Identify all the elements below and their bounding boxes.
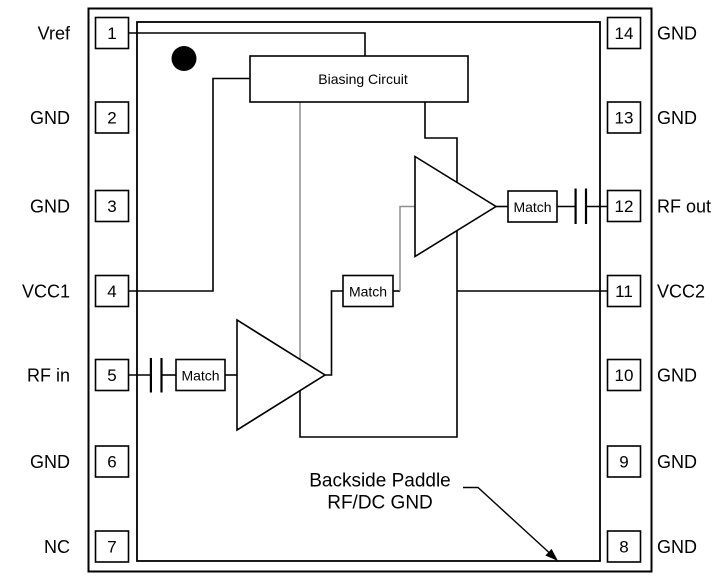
pin-label-rfout: RF out	[657, 197, 711, 217]
interstage-match-label: Match	[349, 284, 387, 300]
output-match-label: Match	[513, 199, 551, 215]
pin-number-2: 2	[107, 109, 116, 128]
pin1-indicator-dot-icon	[171, 46, 197, 71]
pin-label-gnd-10: GND	[657, 366, 697, 386]
pin-row-10: 10 GND	[606, 358, 697, 392]
pin-box-8	[606, 530, 642, 563]
pin-box-1	[94, 16, 130, 50]
pin-row-9: 9 GND	[606, 445, 697, 478]
pin-box-7	[94, 530, 130, 563]
pin-number-13: 13	[615, 109, 634, 128]
biasing-circuit-label: Biasing Circuit	[318, 71, 408, 87]
paddle-note-line2: RF/DC GND	[327, 493, 433, 514]
wire-amp1-out-to-interstage-match	[325, 290, 343, 376]
pin-number-11: 11	[615, 282, 633, 301]
pin-label-nc: NC	[44, 537, 70, 557]
pin-label-gnd-6: GND	[30, 452, 70, 472]
output-match-box	[507, 190, 558, 223]
backside-paddle-annotation: Backside Paddle RF/DC GND	[309, 471, 558, 561]
pin-box-14	[606, 16, 642, 50]
pin-number-7: 7	[107, 538, 116, 557]
pin-box-2	[94, 101, 130, 134]
pin-label-gnd-9: GND	[657, 452, 697, 472]
pin-row-7: 7 NC	[44, 530, 130, 563]
biasing-circuit-box	[249, 55, 469, 103]
paddle-arrowhead-icon	[545, 548, 558, 561]
pin-row-11: 11 VCC2	[606, 274, 705, 308]
pin-box-9	[606, 445, 642, 478]
pin-box-10	[606, 358, 642, 392]
pin-row-5: 5 RF in	[27, 358, 130, 392]
pin-number-8: 8	[619, 538, 628, 557]
pin-box-12	[606, 189, 642, 223]
pin-row-1: 1 Vref	[38, 16, 130, 50]
pin-row-13: 13 GND	[606, 101, 697, 134]
pin-label-gnd-13: GND	[657, 108, 697, 128]
wire-biasing-to-amps-supply	[299, 102, 458, 438]
pin-number-9: 9	[619, 453, 628, 472]
interstage-match-block: Match	[342, 274, 394, 308]
pin-label-rfin: RF in	[27, 366, 70, 386]
pin-row-14: 14 GND	[606, 16, 697, 50]
pin-box-13	[606, 101, 642, 134]
pin-number-3: 3	[107, 197, 116, 216]
pin-row-6: 6 GND	[30, 445, 130, 478]
pin-box-6	[94, 445, 130, 478]
paddle-leader-line	[463, 486, 550, 554]
pin-number-12: 12	[615, 197, 634, 216]
biasing-circuit-block: Biasing Circuit	[249, 55, 469, 103]
pin-number-5: 5	[107, 366, 116, 385]
pin-number-1: 1	[107, 24, 116, 43]
pin-row-3: 3 GND	[30, 189, 130, 223]
output-match-block: Match	[507, 190, 558, 223]
pin-label-gnd-2: GND	[30, 108, 70, 128]
interstage-match-box	[342, 274, 394, 308]
amplifier-stage1-icon	[236, 318, 327, 432]
pin-label-gnd-14: GND	[657, 24, 697, 44]
wire-vref-to-biasing	[128, 32, 366, 56]
pin-number-6: 6	[107, 453, 116, 472]
amplifier-stage2-icon	[414, 155, 498, 258]
wire-interstage-to-amp2-input	[399, 205, 415, 291]
pin-row-12: 12 RF out	[606, 189, 711, 223]
input-match-box	[175, 358, 226, 392]
input-match-block: Match	[175, 358, 226, 392]
pin-box-5	[94, 358, 130, 392]
pin-label-vcc1: VCC1	[22, 282, 70, 302]
output-coupling-capacitor-icon	[574, 188, 588, 224]
paddle-note-line1: Backside Paddle	[309, 471, 451, 492]
pin-box-3	[94, 189, 130, 223]
pin-row-2: 2 GND	[30, 101, 130, 134]
pin-label-gnd-3: GND	[30, 197, 70, 217]
input-coupling-capacitor-icon	[149, 358, 163, 393]
wire-vcc1-to-biasing	[128, 77, 250, 292]
pin-number-14: 14	[615, 24, 634, 43]
pin-box-4	[94, 274, 130, 308]
pin-row-4: 4 VCC1	[22, 274, 130, 308]
pin-number-10: 10	[615, 366, 634, 385]
input-match-label: Match	[181, 368, 219, 384]
pin-row-8: 8 GND	[606, 530, 697, 563]
pin-label-gnd-8: GND	[657, 537, 697, 557]
pin-label-vref: Vref	[38, 24, 71, 44]
pin-label-vcc2: VCC2	[657, 282, 705, 302]
pin-box-11	[606, 274, 642, 308]
package-outline	[87, 7, 653, 573]
pin-number-4: 4	[107, 282, 116, 301]
